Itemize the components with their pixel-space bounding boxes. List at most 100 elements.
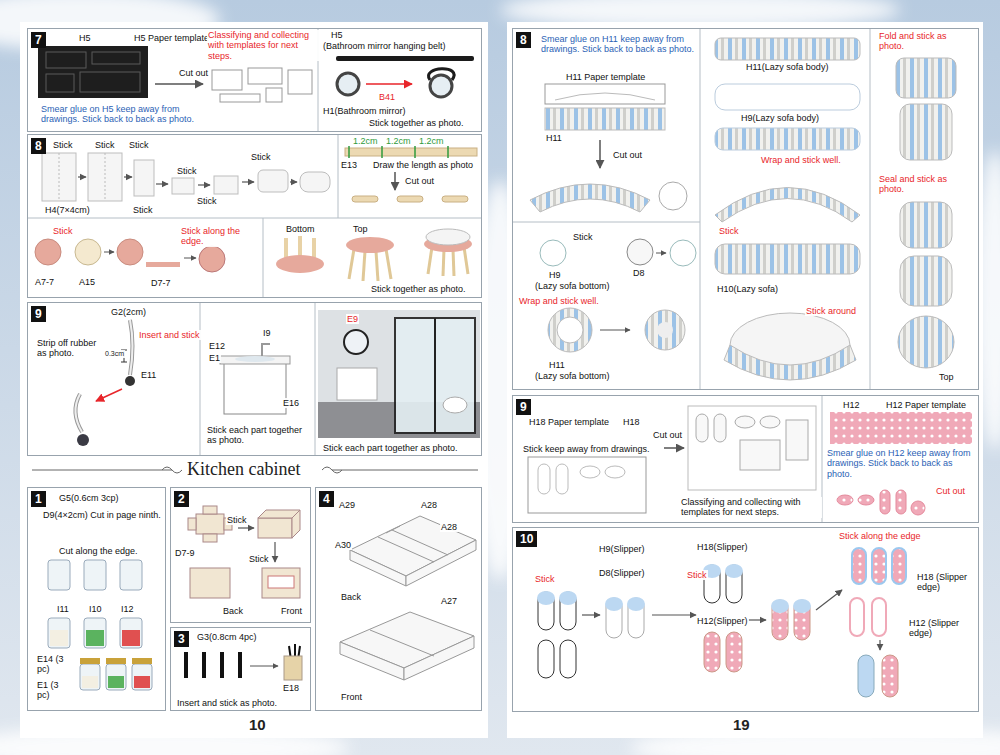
wire-figure bbox=[77, 434, 89, 446]
instruction-text: Cut along the edge. bbox=[58, 546, 139, 556]
slipper-figure bbox=[872, 548, 886, 584]
sofa-body-parts bbox=[715, 38, 860, 380]
instruction-text: H11 bbox=[545, 133, 563, 143]
instruction-text: E9 bbox=[346, 314, 359, 324]
box-figure bbox=[203, 506, 217, 514]
instruction-text: H5 bbox=[78, 33, 92, 43]
slipper-template bbox=[696, 414, 708, 442]
wood-strip bbox=[349, 146, 448, 158]
step-panel: 8Smear glue on H11 keep away from drawin… bbox=[512, 28, 979, 390]
instruction-text: B41 bbox=[378, 92, 396, 102]
step-panel: 4A29A28A28A30BackA27Front bbox=[315, 487, 482, 711]
stool-seat-parts bbox=[199, 246, 225, 272]
slipper-figure bbox=[852, 548, 906, 584]
instruction-text: Stick along the edge bbox=[838, 531, 922, 541]
stool-figure bbox=[428, 247, 432, 274]
heading-ornament bbox=[322, 467, 342, 473]
slipper-figure bbox=[538, 640, 554, 678]
wire-figure bbox=[125, 376, 135, 386]
instruction-text: H18 Paper template bbox=[528, 417, 610, 427]
slipper-figure bbox=[892, 548, 906, 584]
step-number: 8 bbox=[31, 138, 46, 154]
wood-strip bbox=[352, 196, 468, 202]
cabinet-tray bbox=[340, 516, 476, 680]
box-figure bbox=[258, 518, 292, 538]
slipper-template bbox=[688, 406, 816, 490]
sofa-template bbox=[545, 84, 665, 104]
instruction-text: D8 bbox=[632, 268, 646, 278]
instruction-text: Front bbox=[340, 692, 363, 702]
slipper-template bbox=[911, 501, 925, 515]
jar-figure bbox=[48, 560, 70, 590]
instruction-text: H5 Paper template bbox=[133, 33, 210, 43]
instruction-text: A30 bbox=[334, 540, 352, 550]
jar-figure bbox=[134, 676, 150, 688]
instruction-text: Stick bbox=[52, 226, 74, 236]
slipper-figure bbox=[882, 655, 898, 697]
pouf-figure bbox=[900, 104, 952, 160]
page-sheet bbox=[507, 22, 983, 738]
instruction-text: Stick bbox=[248, 554, 270, 564]
bathroom-photo bbox=[318, 310, 480, 438]
slipper-template bbox=[714, 414, 726, 442]
instruction-text: Classifying and collecting with template… bbox=[207, 30, 321, 61]
arrow bbox=[238, 527, 254, 528]
fabric-photo bbox=[300, 172, 330, 192]
instruction-text: G2(2cm) bbox=[110, 307, 147, 317]
instruction-text: (Lazy sofa bottom) bbox=[534, 371, 611, 381]
panel-divider bbox=[200, 302, 201, 456]
box-figure bbox=[268, 576, 294, 588]
instruction-text: Stick around bbox=[805, 306, 857, 316]
fabric-photo bbox=[124, 176, 132, 177]
slipper-template bbox=[735, 416, 755, 428]
sofa-body-parts bbox=[715, 38, 860, 60]
slipper-figure bbox=[703, 564, 743, 578]
instruction-text: Top bbox=[938, 372, 955, 382]
jar-figure bbox=[108, 676, 124, 688]
fabric-photo bbox=[42, 153, 330, 201]
instruction-text: Cut out bbox=[935, 486, 966, 496]
instruction-text: A28 bbox=[440, 522, 458, 532]
jar-figure bbox=[106, 658, 126, 664]
slipper-figure bbox=[816, 590, 842, 610]
sofa-bottom-parts bbox=[670, 240, 696, 266]
jar-figure bbox=[132, 658, 152, 664]
panel-divider bbox=[870, 28, 871, 390]
stick-figure bbox=[250, 666, 278, 667]
wood-strip bbox=[345, 148, 477, 156]
template-sheet-photo bbox=[248, 68, 282, 84]
sofa-template bbox=[530, 184, 650, 212]
slipper-figure bbox=[605, 597, 623, 611]
wood-strip bbox=[348, 146, 350, 158]
instruction-text: Insert and stick bbox=[138, 330, 201, 340]
slipper-template bbox=[605, 466, 625, 478]
sink-cabinet bbox=[235, 356, 275, 362]
fabric-photo bbox=[242, 181, 254, 182]
sofa-bottom-parts bbox=[656, 253, 666, 254]
jar-figure bbox=[84, 560, 106, 590]
box-figure bbox=[203, 534, 217, 542]
box-figure bbox=[190, 568, 230, 598]
instruction-text: H10(Lazy sofa) bbox=[716, 284, 779, 294]
instruction-text: Back bbox=[340, 592, 362, 602]
stool-figure bbox=[426, 229, 470, 245]
slipper-template bbox=[837, 490, 925, 515]
sofa-template bbox=[599, 140, 601, 168]
jar-figure bbox=[120, 618, 142, 648]
mirror-photo bbox=[336, 56, 474, 61]
slipper-template bbox=[896, 490, 906, 514]
slipper-figure bbox=[748, 619, 766, 620]
instruction-text: Stick bbox=[718, 226, 740, 236]
wire-figure bbox=[75, 394, 82, 432]
stool-seat-parts bbox=[75, 239, 101, 265]
stool-figure bbox=[464, 247, 468, 274]
jar-figure bbox=[80, 658, 152, 664]
slipper-template bbox=[538, 464, 550, 494]
slipper-figure bbox=[560, 592, 576, 630]
instruction-text: Stick each part together as photo. bbox=[322, 443, 459, 453]
wire-figure bbox=[121, 362, 127, 363]
slipper-figure bbox=[652, 614, 696, 615]
template-sheet-photo bbox=[220, 94, 260, 102]
instruction-text: D7-9 bbox=[174, 548, 196, 558]
